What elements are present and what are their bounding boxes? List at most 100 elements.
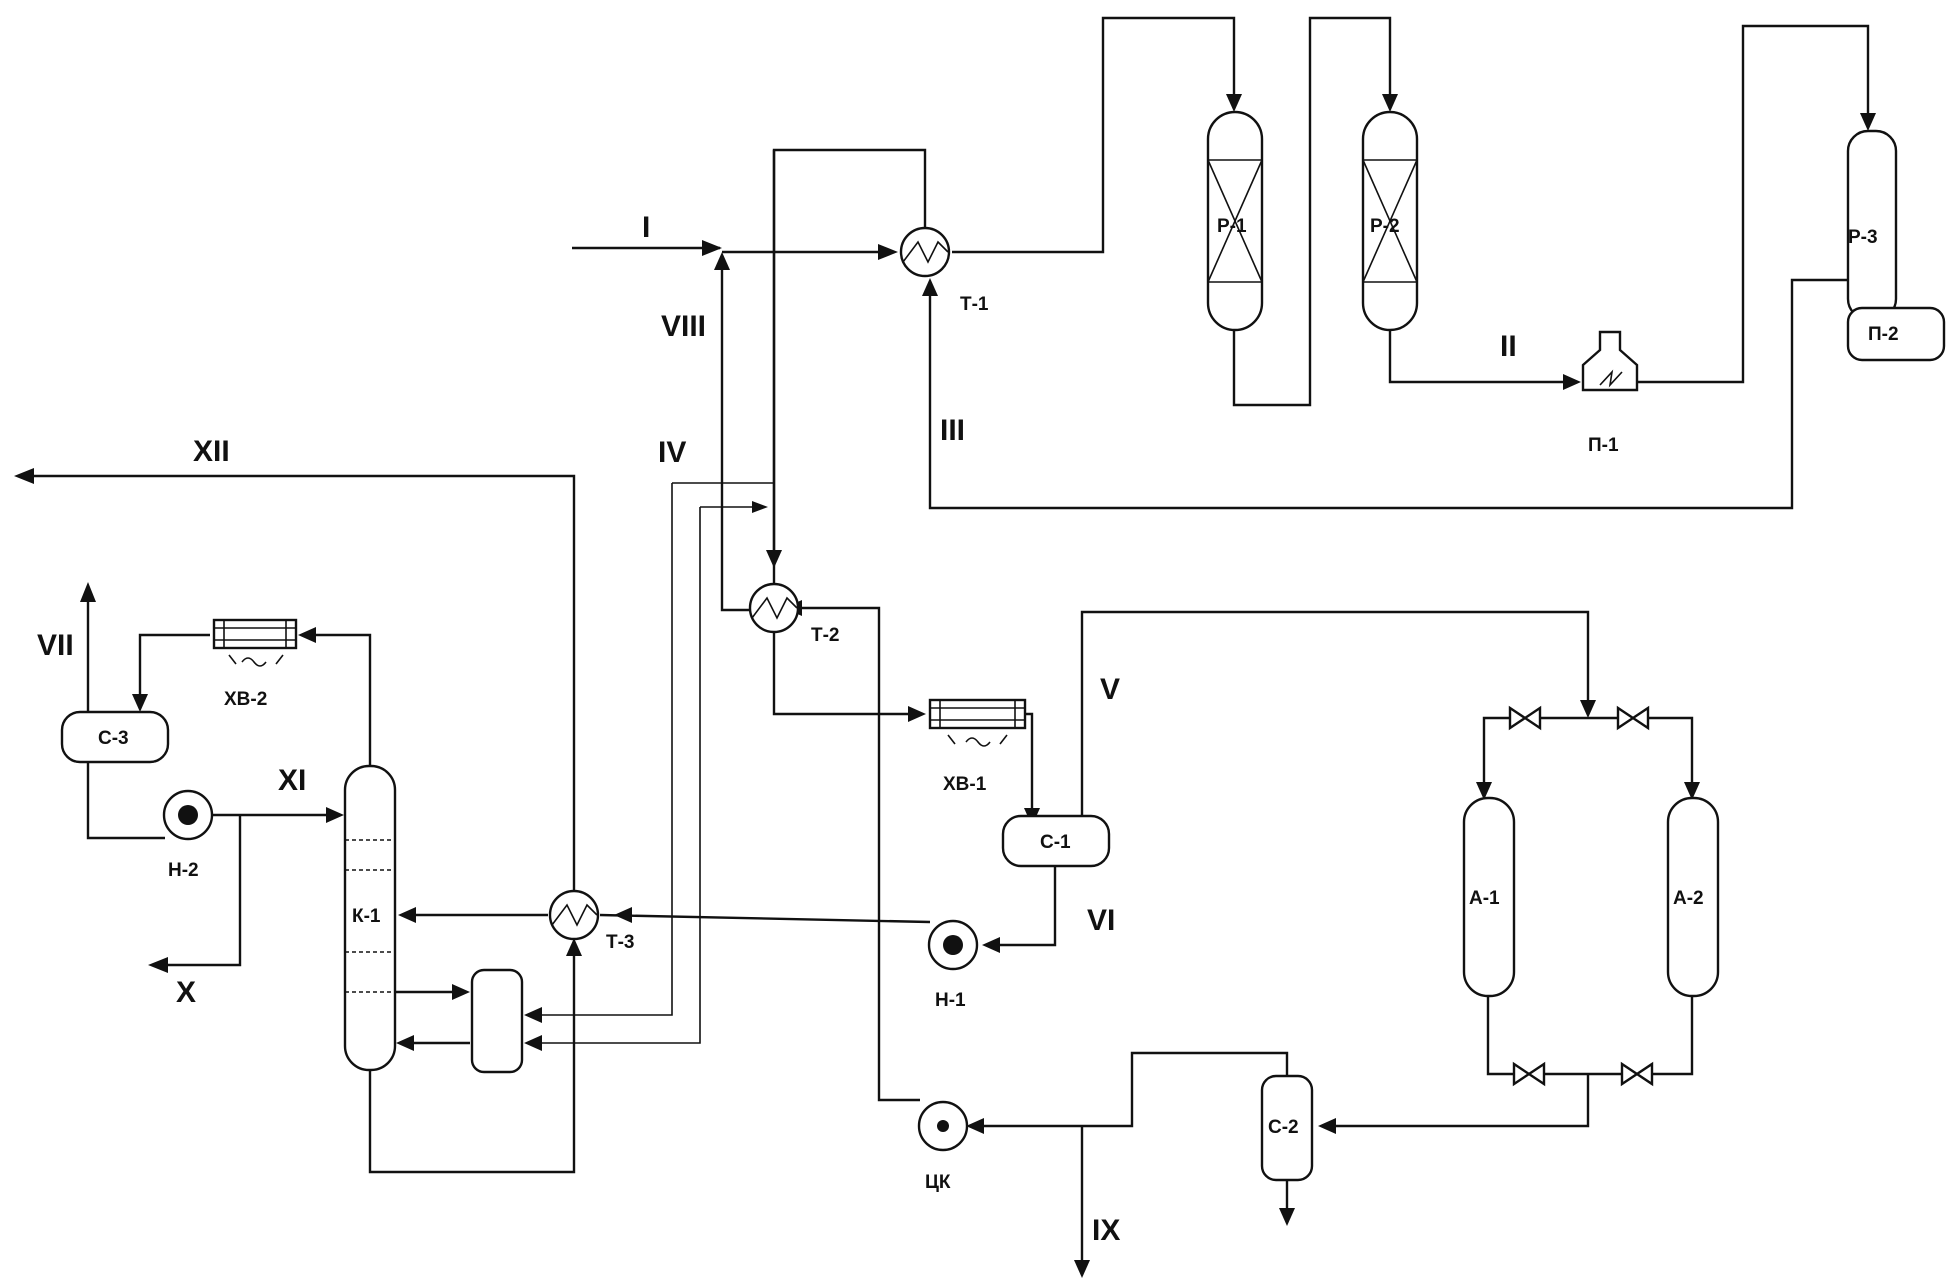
label-C2: С-2 [1268, 1117, 1299, 1138]
line-VIII-recycle [720, 268, 757, 612]
arrowhead-T3-in [614, 907, 632, 923]
arrowhead-A2-in [1684, 782, 1700, 800]
line-R1-to-R2 [1232, 16, 1392, 407]
arrowhead-X [148, 957, 168, 973]
compressor-CK [917, 1100, 969, 1152]
arrowhead-C2-out [1279, 1208, 1295, 1226]
heat-exchanger-T2 [748, 582, 800, 634]
line-C3-to-N2 [86, 762, 165, 840]
line-R2-to-P1 [1388, 330, 1565, 384]
arrowhead-T2-top [766, 550, 782, 568]
separator-C2 [1260, 1074, 1314, 1182]
valve-icon-top-right[interactable] [1616, 705, 1650, 731]
stream-label-VI: VI [1087, 904, 1115, 937]
line-CK-to-T2 [802, 606, 920, 1102]
label-R3: Р-3 [1848, 227, 1878, 248]
label-T1: Т-1 [960, 294, 989, 315]
label-XV1: ХВ-1 [943, 774, 987, 795]
arrowhead-feed-T1 [878, 244, 898, 260]
adsorber-bottom-manifold [1486, 992, 1694, 1076]
arrowhead-VIII [714, 252, 730, 270]
pump-N2 [162, 789, 214, 841]
stream-label-VII: VII [37, 629, 74, 662]
label-XV2: ХВ-2 [224, 689, 267, 710]
arrowhead-K1-feed [398, 907, 416, 923]
adsorber-A1 [1462, 796, 1516, 998]
arrowhead-V-adsorb [1580, 700, 1596, 718]
stream-label-IV: IV [658, 436, 686, 469]
arrowhead-C3-in [132, 694, 148, 712]
line-K1-overhead [316, 633, 372, 770]
stream-label-II: II [1500, 330, 1517, 363]
line-X-product [168, 815, 242, 967]
stream-label-XI: XI [278, 764, 306, 797]
stream-label-X: X [176, 976, 196, 1009]
stream-label-I: I [642, 211, 650, 244]
arrowhead-XII [14, 468, 34, 484]
line-T2-to-XV1 [772, 630, 908, 716]
arrowhead-K1-rb2 [524, 1035, 542, 1051]
line-adsorb-to-C2 [1334, 1074, 1590, 1128]
stream-labels: I II III IV V VI VII VIII IX X XI XII [37, 211, 1517, 1247]
arrowhead-R3-in [1860, 113, 1876, 131]
reactor-R2 [1361, 110, 1419, 332]
label-R2: Р-2 [1370, 216, 1400, 237]
equipment-labels: Р-1 Р-2 Р-3 П-1 П-2 Т-1 Т-2 Т-3 ХВ-1 ХВ-… [98, 216, 1899, 1193]
label-P2: П-2 [1868, 324, 1899, 345]
label-T3: Т-3 [606, 932, 635, 953]
line-R3-to-T1 [928, 278, 1848, 510]
label-P1: П-1 [1588, 435, 1619, 456]
pump-N1 [927, 919, 979, 971]
separator-C1 [1001, 814, 1111, 868]
label-A2: А-2 [1673, 888, 1704, 909]
line-K1-bottoms [368, 955, 576, 1174]
arrowhead-P1-in [1563, 374, 1581, 390]
arrowhead-VII [80, 582, 96, 602]
label-T2: Т-2 [811, 625, 840, 646]
stream-label-V: V [1100, 673, 1120, 706]
line-N1-to-T3 [599, 913, 931, 924]
flow-lines [14, 16, 1876, 1278]
arrowhead-XI [326, 807, 344, 823]
label-A1: А-1 [1469, 888, 1500, 909]
arrowhead-R2-in [1382, 94, 1398, 112]
valve-icon-top-left[interactable] [1508, 705, 1542, 731]
adsorber-top-manifold [1482, 716, 1694, 786]
line-P1-to-R3 [1637, 24, 1870, 384]
arrowhead-K1-rb1 [524, 1007, 542, 1023]
label-C3: С-3 [98, 728, 129, 749]
stream-IV-line-a [580, 483, 673, 1016]
arrowhead-IX [1074, 1260, 1090, 1278]
line-C2-to-CK [984, 1051, 1289, 1128]
arrowhead-CK-in [966, 1118, 984, 1134]
arrowhead-reboiler-in [452, 984, 470, 1000]
line-T1-to-R1 [952, 16, 1236, 254]
reboiler [470, 968, 524, 1074]
heat-exchanger-T1 [899, 226, 951, 278]
arrowhead-A1-in [1476, 782, 1492, 800]
valve-icon-bottom-left[interactable] [1512, 1061, 1546, 1087]
label-K1: К-1 [352, 906, 381, 927]
line-T3-to-XII [32, 474, 576, 896]
arrowhead-T3-bottom [566, 938, 582, 956]
arrowhead-N1-in [982, 937, 1000, 953]
recycle-hydrogen-line [772, 148, 927, 610]
label-R1: Р-1 [1217, 216, 1247, 237]
adsorber-A2 [1666, 796, 1720, 998]
valve-icon-bottom-right[interactable] [1620, 1061, 1654, 1087]
label-N1: Н-1 [935, 990, 966, 1011]
line-C1-liquid-VI [1000, 864, 1057, 947]
stream-label-IX: IX [1092, 1214, 1120, 1247]
stream-label-XII: XII [193, 435, 230, 468]
arrowhead-R1-in [1226, 94, 1242, 112]
column-K1 [343, 764, 397, 1072]
air-cooler-XV2 [212, 618, 298, 667]
label-CK: ЦК [925, 1172, 951, 1193]
arrowhead-feed-I [702, 240, 722, 256]
arrowhead-IV-b [752, 501, 768, 513]
heat-exchanger-T3 [548, 889, 600, 941]
line-XV2-to-C3 [138, 633, 210, 694]
arrowhead-reboiler-out [396, 1035, 414, 1051]
arrowhead-XV1-in [908, 706, 926, 722]
